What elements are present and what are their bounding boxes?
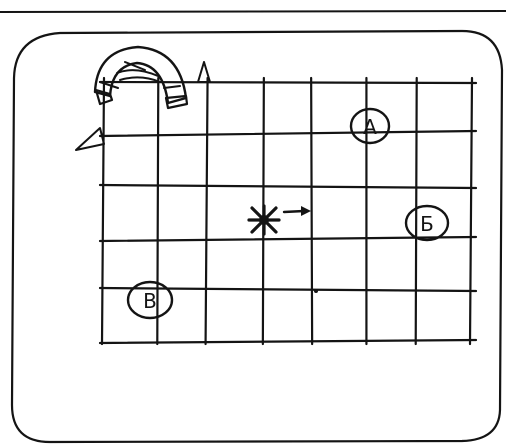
marker-b-label: Б <box>420 212 434 236</box>
small-dot <box>314 289 318 293</box>
triangle-mark-top <box>198 62 210 82</box>
top-divider <box>0 11 506 12</box>
marker-v-label: В <box>143 289 157 313</box>
grid-line-vertical <box>206 78 208 344</box>
grid-line-vertical <box>311 78 312 344</box>
grid-line-vertical <box>416 78 417 344</box>
grid-line-vertical <box>102 78 104 344</box>
marker-b: Б <box>406 206 448 240</box>
marker-a-label: А <box>363 115 377 139</box>
triangle-mark-left <box>76 128 104 150</box>
star-burst-icon <box>249 206 279 234</box>
grid-line-horizontal <box>100 131 476 136</box>
arrow-right-icon <box>284 206 311 216</box>
grid-line-horizontal <box>100 82 476 83</box>
magnet-icon <box>95 47 187 108</box>
marker-a: А <box>351 109 389 143</box>
grid-line-vertical <box>470 78 472 344</box>
grid-line-horizontal <box>100 185 476 188</box>
grid-line-vertical <box>157 78 158 344</box>
